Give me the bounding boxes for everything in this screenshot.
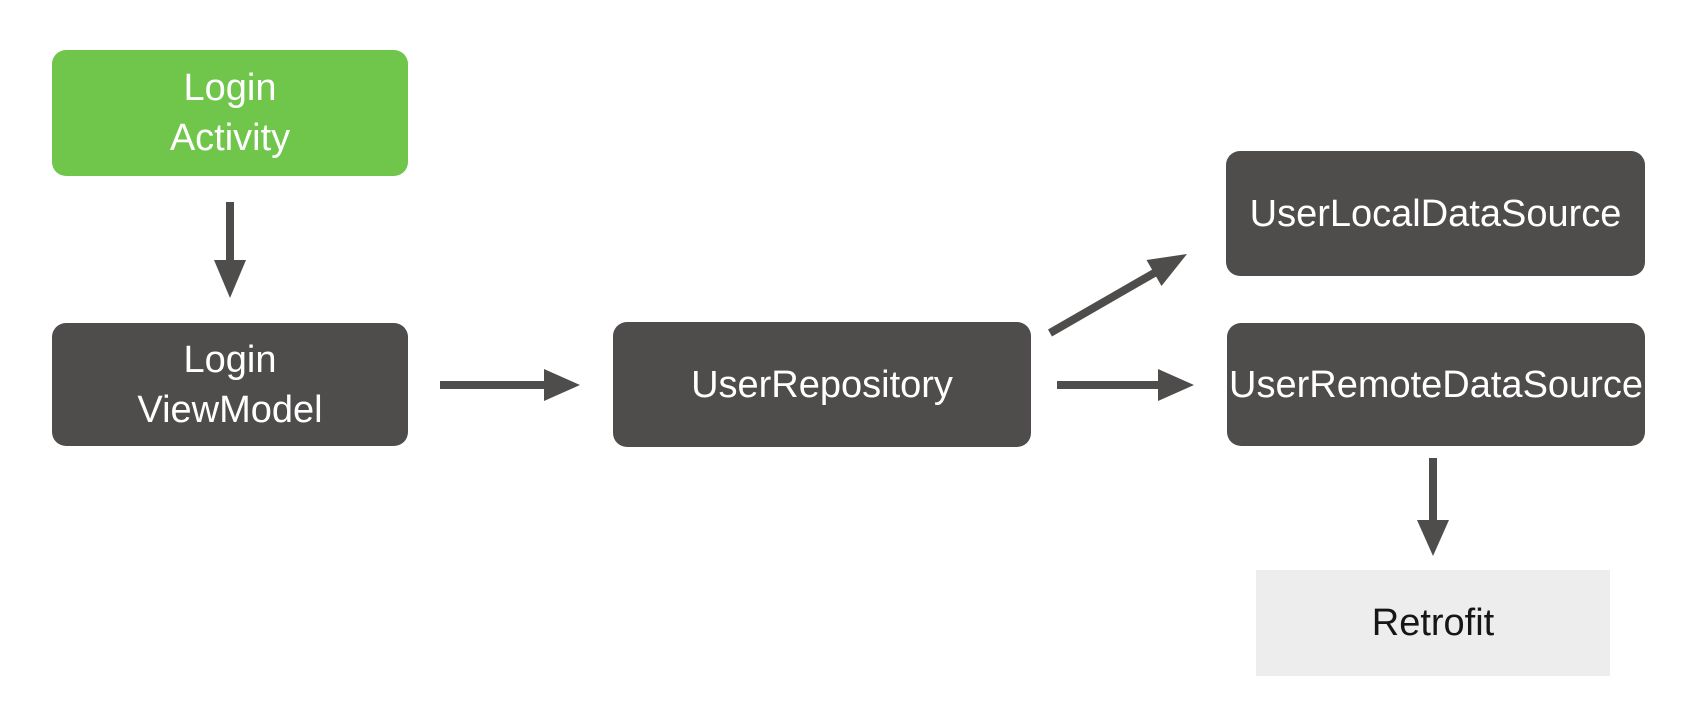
node-login-activity-label-line1: Login: [183, 67, 277, 109]
arrow-user-remote-data-source-to-retrofit: [1417, 458, 1449, 556]
arrow-login-activity-to-login-viewmodel: [214, 202, 246, 298]
node-user-remote-data-source-label: UserRemoteDataSource: [1229, 363, 1643, 406]
arrow-user-repository-to-user-remote-data-source: [1057, 369, 1194, 401]
node-user-repository: UserRepository: [613, 322, 1031, 447]
node-retrofit: Retrofit: [1256, 570, 1610, 676]
node-login-activity-label-line2: Activity: [169, 117, 291, 159]
node-login-activity: Login Activity: [52, 50, 408, 176]
node-user-local-data-source-label: UserLocalDataSource: [1249, 192, 1622, 235]
node-user-remote-data-source: UserRemoteDataSource: [1227, 323, 1645, 446]
node-login-viewmodel: Login ViewModel: [52, 323, 408, 446]
node-user-repository-label: UserRepository: [691, 363, 953, 406]
node-login-viewmodel-label-line2: ViewModel: [137, 388, 323, 431]
arrow-user-repository-to-user-local-data-source: [1048, 254, 1187, 337]
node-retrofit-label: Retrofit: [1371, 602, 1495, 644]
arrow-login-viewmodel-to-user-repository: [440, 369, 580, 401]
node-user-local-data-source: UserLocalDataSource: [1226, 151, 1645, 276]
node-login-viewmodel-label-line1: Login: [183, 338, 277, 381]
